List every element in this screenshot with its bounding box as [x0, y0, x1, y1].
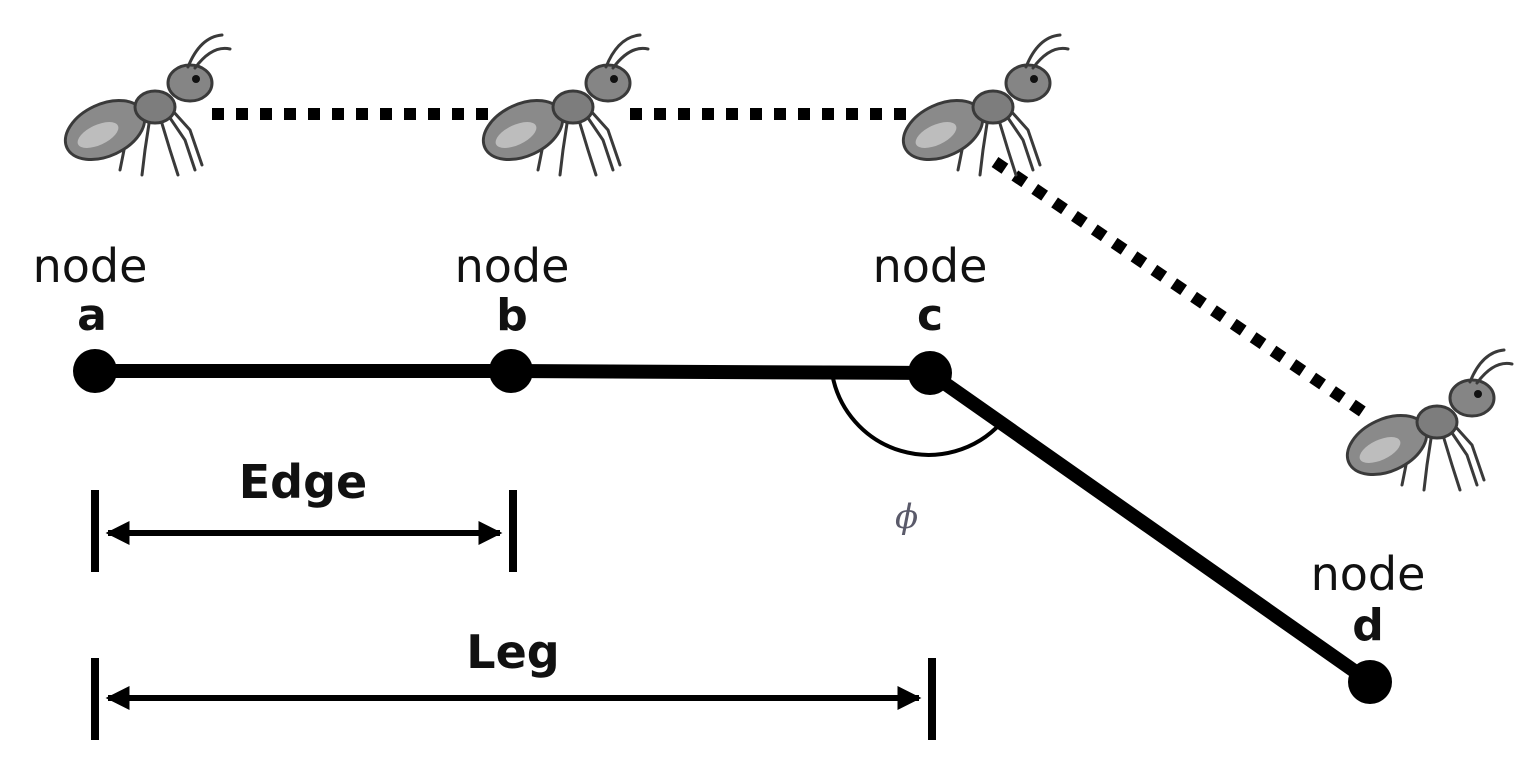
dotted-path — [212, 108, 1376, 423]
node-d-letter: d — [1352, 600, 1384, 651]
node-c-word: node — [873, 239, 988, 293]
node-d-word: node — [1311, 547, 1426, 601]
ant-icon — [472, 33, 650, 177]
node-a-word: node — [33, 239, 148, 293]
node-b-letter: b — [496, 290, 528, 341]
angle-symbol: ϕ — [895, 497, 918, 537]
ant-icon — [54, 33, 232, 177]
dotted-segment-cd — [991, 157, 1376, 423]
edge-measure: Edge — [91, 455, 517, 572]
node-a-dot — [73, 349, 117, 393]
angle-arc — [830, 372, 1003, 457]
edge-cd — [923, 366, 1377, 689]
node-a-letter: a — [77, 290, 107, 341]
edge-label: Edge — [239, 455, 367, 509]
node-d-dot — [1348, 660, 1392, 704]
node-c-letter: c — [917, 290, 943, 341]
node-b-dot — [489, 349, 533, 393]
node-c-dot — [908, 351, 952, 395]
edge-bc — [504, 364, 937, 380]
ant-icon — [892, 33, 1070, 177]
leg-label: Leg — [466, 625, 559, 679]
node-b-word: node — [455, 239, 570, 293]
leg-measure: Leg — [91, 625, 936, 740]
route — [88, 364, 1377, 689]
ant-icon — [1336, 348, 1514, 492]
